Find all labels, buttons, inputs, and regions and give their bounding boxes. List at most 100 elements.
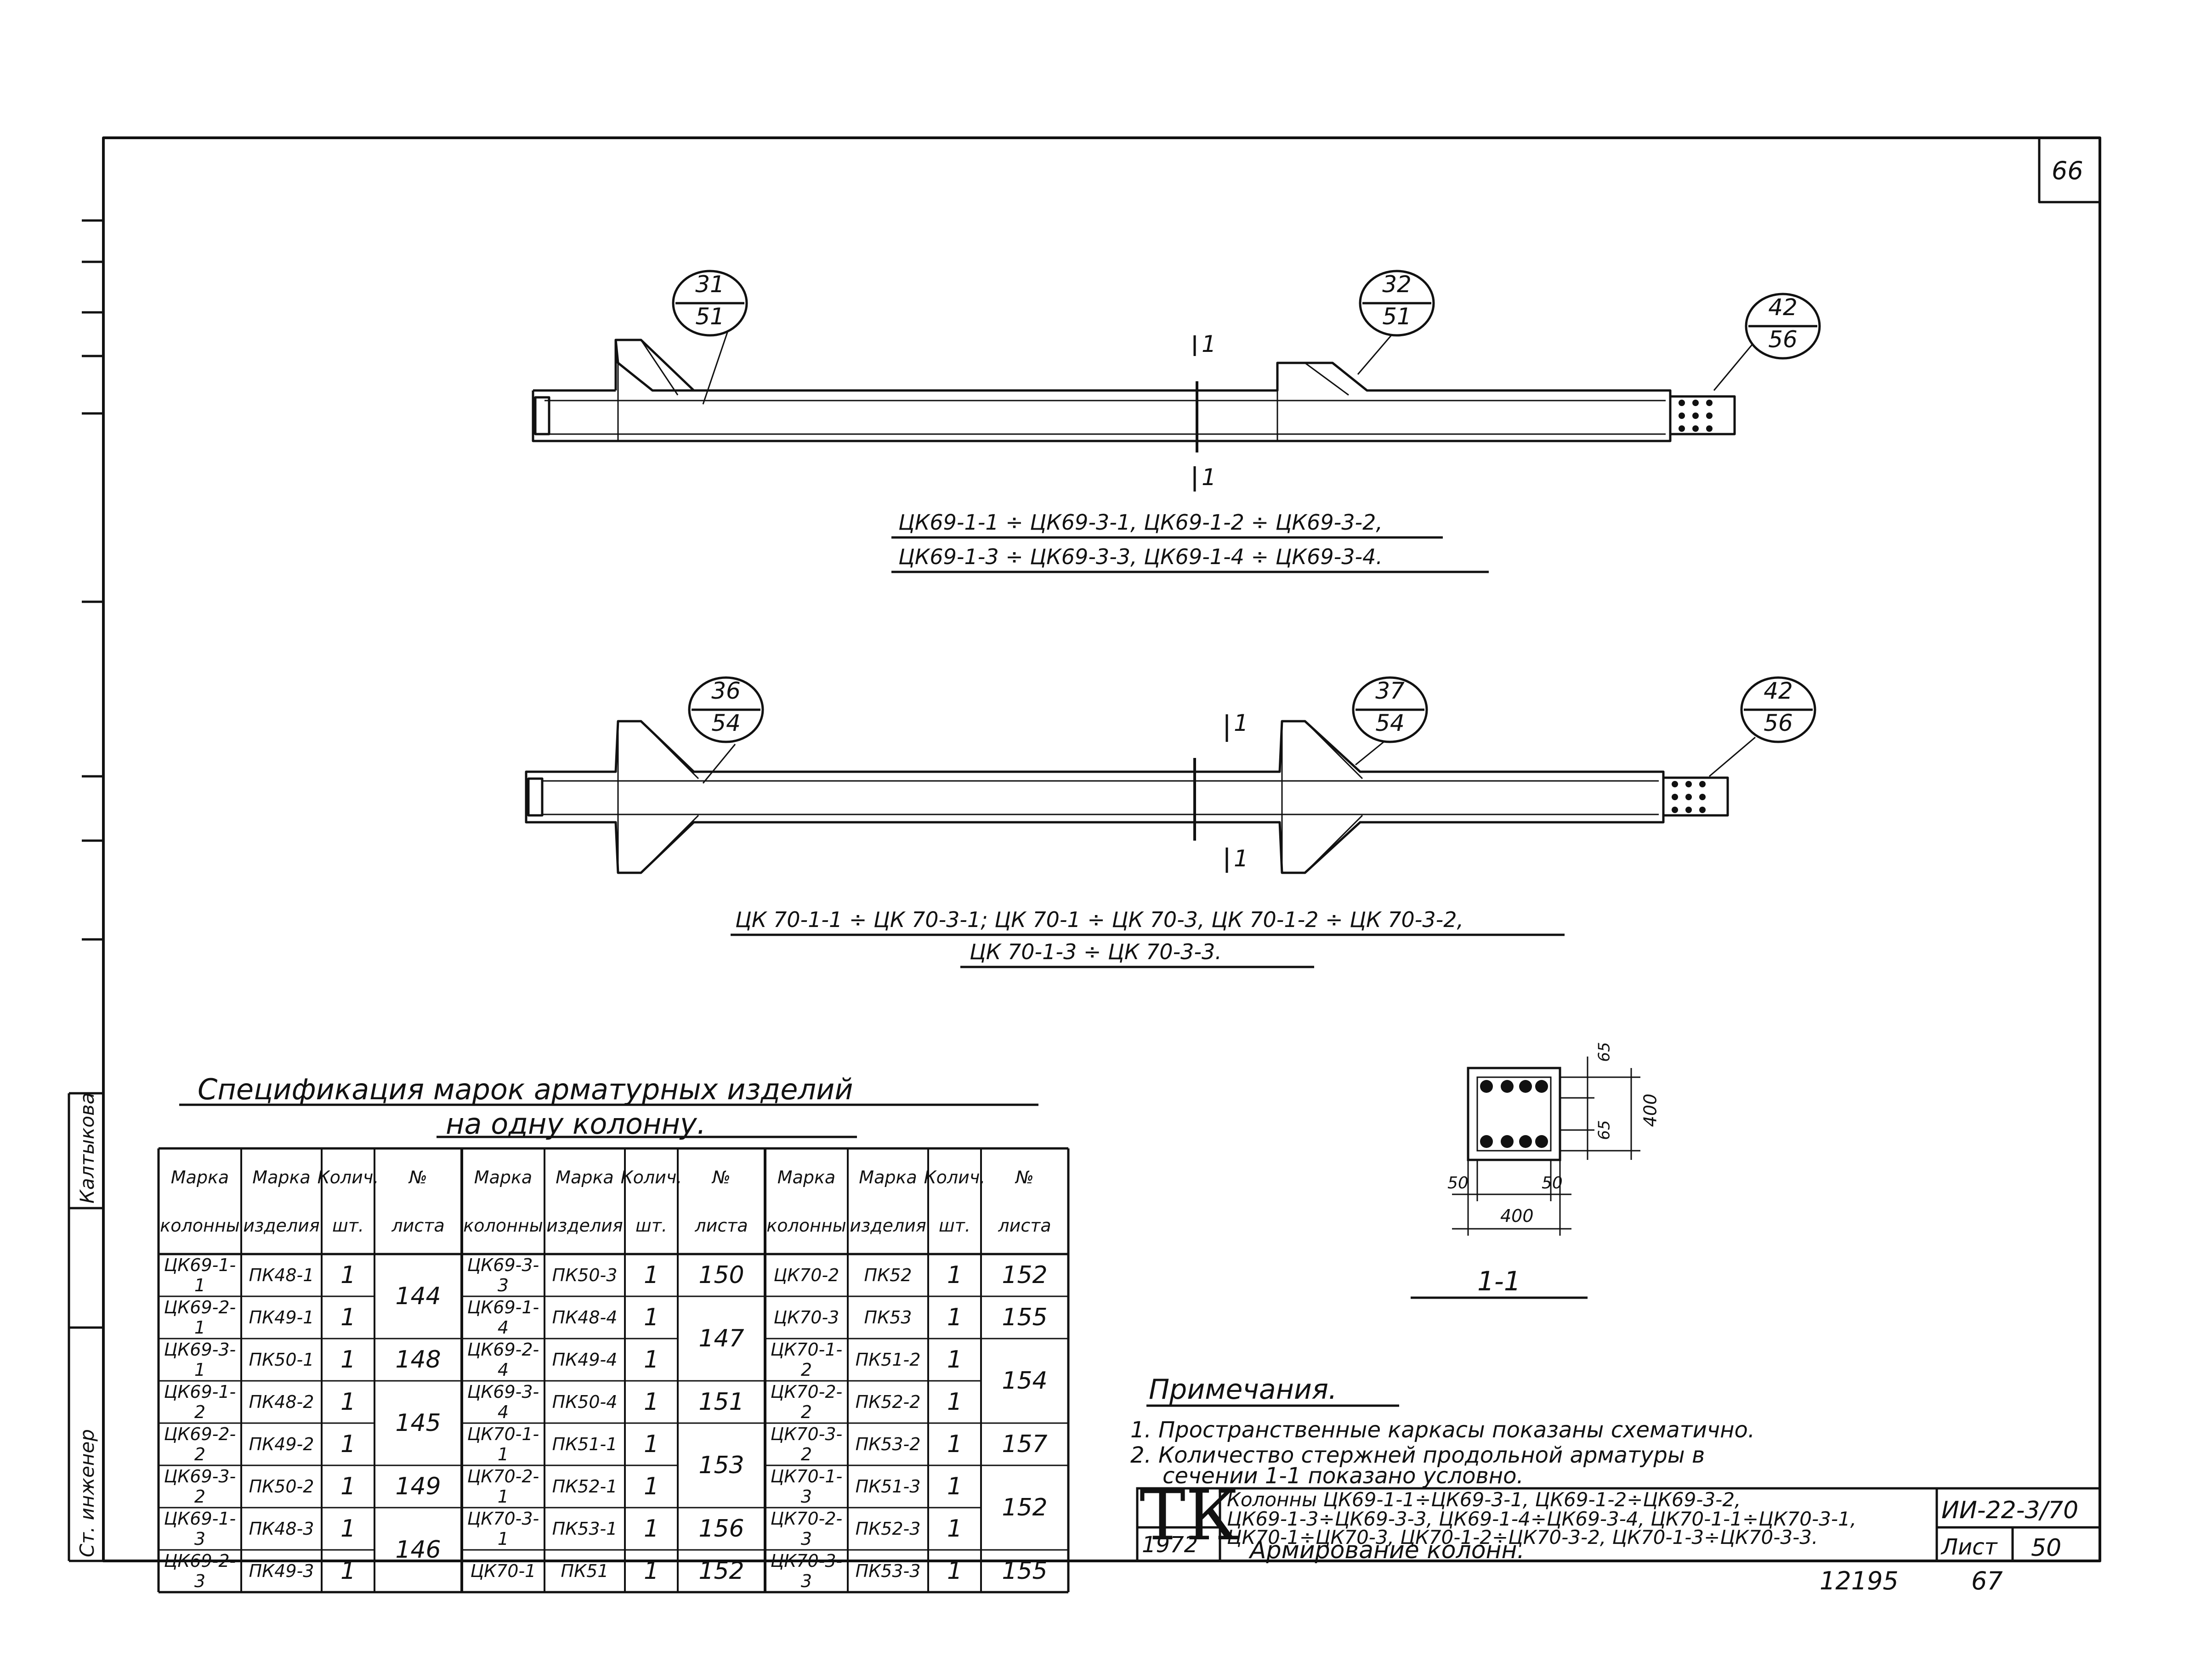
side-label-engineer: Ст. инженер — [76, 1429, 98, 1557]
title-block — [1136, 1487, 2101, 1562]
table-cell: 1 — [340, 1346, 356, 1373]
table-cell: 1 — [947, 1473, 963, 1500]
table-header: № — [712, 1167, 731, 1187]
callout-circles-2 — [688, 676, 1816, 743]
spec-table-grid — [157, 1147, 1070, 1594]
stirrups-2 — [1672, 781, 1706, 813]
table-cell: ЦК70-2-1 — [467, 1466, 539, 1507]
callout-51: 51 — [695, 303, 725, 330]
spec-title-line2: на одну колонну. — [446, 1107, 706, 1141]
table-cell: ЦК69-1-3 — [164, 1509, 236, 1549]
dim-top-cover: 65 — [1595, 1042, 1614, 1062]
table-header: шт. — [939, 1215, 970, 1236]
table-cell: ПК48-3 — [249, 1519, 314, 1539]
table-cell: ПК48-2 — [249, 1392, 314, 1412]
table-cell: 1 — [947, 1515, 963, 1543]
note-3: сечении 1-1 показано условно. — [1163, 1463, 1524, 1489]
callout-36: 36 — [711, 678, 741, 704]
table-cell: 1 — [643, 1261, 659, 1289]
table-cell: 1 — [340, 1557, 356, 1585]
table-sheet-number: 157 — [1002, 1430, 1048, 1458]
table-cell: 1 — [643, 1346, 659, 1373]
title-block-sheet-label: Лист — [1941, 1534, 1997, 1560]
table-sheet-number: 144 — [395, 1283, 441, 1310]
table-cell: ПК51-1 — [552, 1434, 618, 1454]
table-cell: ПК49-1 — [249, 1307, 314, 1328]
table-sheet-number: 155 — [1002, 1557, 1048, 1585]
dim-side-height: 400 — [1640, 1093, 1661, 1127]
callout-31: 31 — [695, 271, 725, 298]
table-sheet-number: 154 — [1002, 1367, 1048, 1395]
table-header: Марка — [252, 1167, 311, 1187]
stirrups-1 — [1679, 400, 1713, 432]
table-sheet-number: 152 — [1002, 1261, 1048, 1289]
table-sheet-number: 153 — [698, 1452, 744, 1479]
bottom-number-left: 12195 — [1820, 1566, 1899, 1595]
callout-42: 42 — [1768, 294, 1798, 321]
note-2: 2. Количество стержней продольной армату… — [1130, 1442, 1705, 1468]
table-cell: ЦК69-2-2 — [164, 1424, 236, 1464]
table-cell: ЦК69-3-3 — [467, 1255, 539, 1295]
table-cell: ЦК69-3-4 — [467, 1382, 539, 1422]
table-cell: 1 — [340, 1515, 356, 1543]
table-header: колонны — [766, 1215, 846, 1236]
table-cell: ПК51-2 — [855, 1350, 921, 1370]
table-header: шт. — [332, 1215, 364, 1236]
title-block-title: Армирование колонн. — [1250, 1537, 1525, 1564]
table-cell: 1 — [340, 1261, 356, 1289]
caption2-line1: ЦК 70-1-1 ÷ ЦК 70-3-1; ЦК 70-1 ÷ ЦК 70-3… — [735, 907, 1464, 932]
callout-32: 32 — [1382, 271, 1412, 298]
dim-right-cover: 50 — [1542, 1174, 1563, 1193]
table-header: колонны — [463, 1215, 543, 1236]
table-header: № — [1015, 1167, 1034, 1187]
callout-42b: 42 — [1764, 678, 1793, 704]
table-cell: 1 — [340, 1388, 356, 1416]
table-sheet-number: 147 — [698, 1325, 744, 1352]
table-cell: ЦК70-1-2 — [770, 1340, 843, 1380]
title-block-logo: ТК — [1140, 1476, 1239, 1556]
table-cell: ЦК70-3-2 — [770, 1424, 843, 1464]
callout-54: 54 — [711, 710, 741, 736]
table-cell: ПК53-1 — [552, 1519, 618, 1539]
table-sheet-number: 145 — [395, 1409, 441, 1437]
table-sheet-number: 146 — [395, 1536, 441, 1564]
table-header: изделия — [243, 1215, 320, 1236]
table-sheet-number: 152 — [1002, 1494, 1048, 1521]
side-label-name: Калтыкова — [76, 1092, 98, 1204]
table-cell: ПК52 — [864, 1265, 912, 1285]
table-sheet-number: 152 — [698, 1557, 744, 1585]
table-cell: ПК53 — [864, 1307, 912, 1328]
table-cell: 1 — [643, 1473, 659, 1500]
table-header: Марка — [474, 1167, 533, 1187]
table-cell: ПК51 — [561, 1561, 609, 1581]
table-cell: ЦК70-3 — [773, 1307, 839, 1328]
table-cell: ПК50-4 — [552, 1392, 618, 1412]
table-header: Колич. — [620, 1167, 682, 1187]
note-1: 1. Пространственные каркасы показаны схе… — [1130, 1417, 1755, 1443]
table-sheet-number: 156 — [698, 1515, 744, 1543]
table-sheet-number: 148 — [395, 1346, 441, 1373]
table-header: Колич. — [924, 1167, 986, 1187]
table-cell: ЦК70-2 — [773, 1265, 839, 1285]
table-cell: 1 — [643, 1557, 659, 1585]
table-header: изделия — [850, 1215, 926, 1236]
caption1-line1: ЦК69-1-1 ÷ ЦК69-3-1, ЦК69-1-2 ÷ ЦК69-3-2… — [898, 510, 1383, 535]
table-header: колонны — [160, 1215, 240, 1236]
page-number: 66 — [2052, 156, 2083, 185]
table-header: № — [409, 1167, 427, 1187]
table-cell: ЦК69-2-4 — [467, 1340, 539, 1380]
notes-title: Примечания. — [1149, 1373, 1337, 1406]
table-cell: ЦК70-2-2 — [770, 1382, 843, 1422]
table-cell: ЦК69-2-3 — [164, 1551, 236, 1591]
title-block-year: 1972 — [1142, 1532, 1198, 1558]
title-block-desc-1: Колонны ЦК69-1-1÷ЦК69-3-1, ЦК69-1-2÷ЦК69… — [1227, 1488, 1741, 1511]
table-cell: ЦК70-1-3 — [770, 1466, 843, 1507]
table-cell: ЦК69-1-4 — [467, 1297, 539, 1338]
table-cell: ПК52-2 — [855, 1392, 921, 1412]
table-cell: ПК50-3 — [552, 1265, 618, 1285]
callout-54b: 54 — [1375, 710, 1405, 736]
table-header: Марка — [777, 1167, 836, 1187]
table-cell: 1 — [947, 1388, 963, 1416]
